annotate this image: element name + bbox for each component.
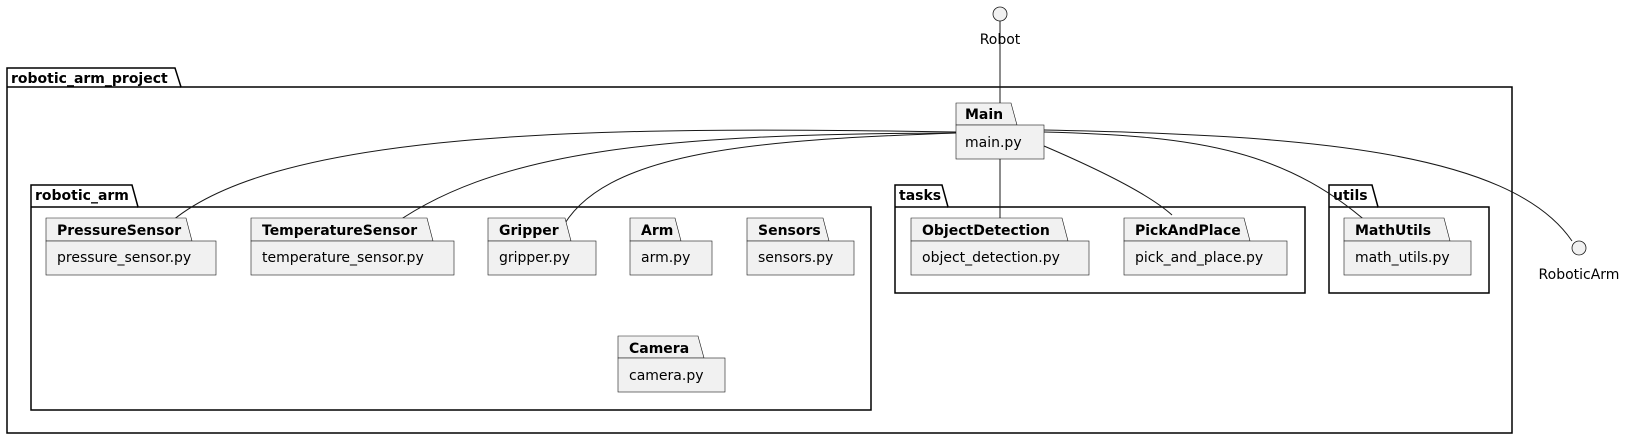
edge-main-roboticarm bbox=[1043, 129, 1573, 242]
robotic-arm-interface-circle bbox=[1571, 240, 1587, 256]
edge-main-pickandplace bbox=[1043, 145, 1173, 216]
package-utils: utils bbox=[1328, 184, 1490, 294]
component-name-camera: Camera bbox=[629, 341, 689, 357]
component-pressure-sensor: PressureSensor pressure_sensor.py bbox=[45, 217, 217, 276]
edge-main-temperature bbox=[382, 132, 957, 233]
package-tasks: tasks bbox=[894, 184, 1306, 294]
component-name-object-detection: ObjectDetection bbox=[922, 223, 1050, 239]
component-file-main: main.py bbox=[965, 135, 1022, 151]
component-file-pick-and-place: pick_and_place.py bbox=[1135, 250, 1263, 266]
component-file-sensors: sensors.py bbox=[758, 250, 833, 266]
component-pick-and-place: PickAndPlace pick_and_place.py bbox=[1123, 217, 1288, 276]
package-title-robotic-arm-project: robotic_arm_project bbox=[11, 71, 168, 87]
component-object-detection: ObjectDetection object_detection.py bbox=[910, 217, 1090, 276]
robotic-arm-interface-label: RoboticArm bbox=[1539, 267, 1620, 283]
connections bbox=[159, 21, 1573, 242]
edge-main-pressure bbox=[159, 129, 957, 233]
component-name-sensors: Sensors bbox=[758, 223, 821, 239]
interface-robot: Robot bbox=[980, 6, 1021, 48]
component-name-pressure-sensor: PressureSensor bbox=[57, 223, 181, 239]
component-name-arm: Arm bbox=[641, 223, 673, 239]
component-arm: Arm arm.py bbox=[629, 217, 713, 276]
component-gripper: Gripper gripper.py bbox=[487, 217, 597, 276]
component-file-gripper: gripper.py bbox=[499, 250, 570, 266]
component-file-arm: arm.py bbox=[641, 250, 690, 266]
edge-main-mathutils bbox=[1043, 131, 1379, 233]
component-file-temperature-sensor: temperature_sensor.py bbox=[262, 250, 424, 266]
component-camera: Camera camera.py bbox=[617, 335, 726, 393]
component-name-temperature-sensor: TemperatureSensor bbox=[262, 223, 417, 239]
component-name-gripper: Gripper bbox=[499, 223, 559, 239]
package-robotic-arm-project: robotic_arm_project bbox=[6, 67, 1513, 434]
edge-main-gripper bbox=[559, 132, 957, 233]
component-file-object-detection: object_detection.py bbox=[922, 250, 1060, 266]
component-file-pressure-sensor: pressure_sensor.py bbox=[57, 250, 191, 266]
package-title-tasks: tasks bbox=[899, 188, 941, 204]
component-sensors: Sensors sensors.py bbox=[746, 217, 855, 276]
component-name-pick-and-place: PickAndPlace bbox=[1135, 223, 1241, 239]
component-temperature-sensor: TemperatureSensor temperature_sensor.py bbox=[250, 217, 455, 276]
package-title-robotic-arm: robotic_arm bbox=[35, 188, 129, 204]
robot-interface-label: Robot bbox=[980, 32, 1021, 48]
component-name-math-utils: MathUtils bbox=[1355, 223, 1431, 239]
robot-interface-circle bbox=[992, 6, 1008, 22]
component-file-math-utils: math_utils.py bbox=[1355, 250, 1450, 266]
component-main: Main main.py bbox=[955, 102, 1045, 160]
package-title-utils: utils bbox=[1333, 188, 1368, 204]
component-file-camera: camera.py bbox=[629, 368, 703, 384]
package-robotic-arm: robotic_arm bbox=[30, 184, 872, 411]
interface-robotic-arm: RoboticArm bbox=[1539, 240, 1620, 283]
component-math-utils: MathUtils math_utils.py bbox=[1343, 217, 1472, 276]
component-name-main: Main bbox=[965, 107, 1003, 123]
